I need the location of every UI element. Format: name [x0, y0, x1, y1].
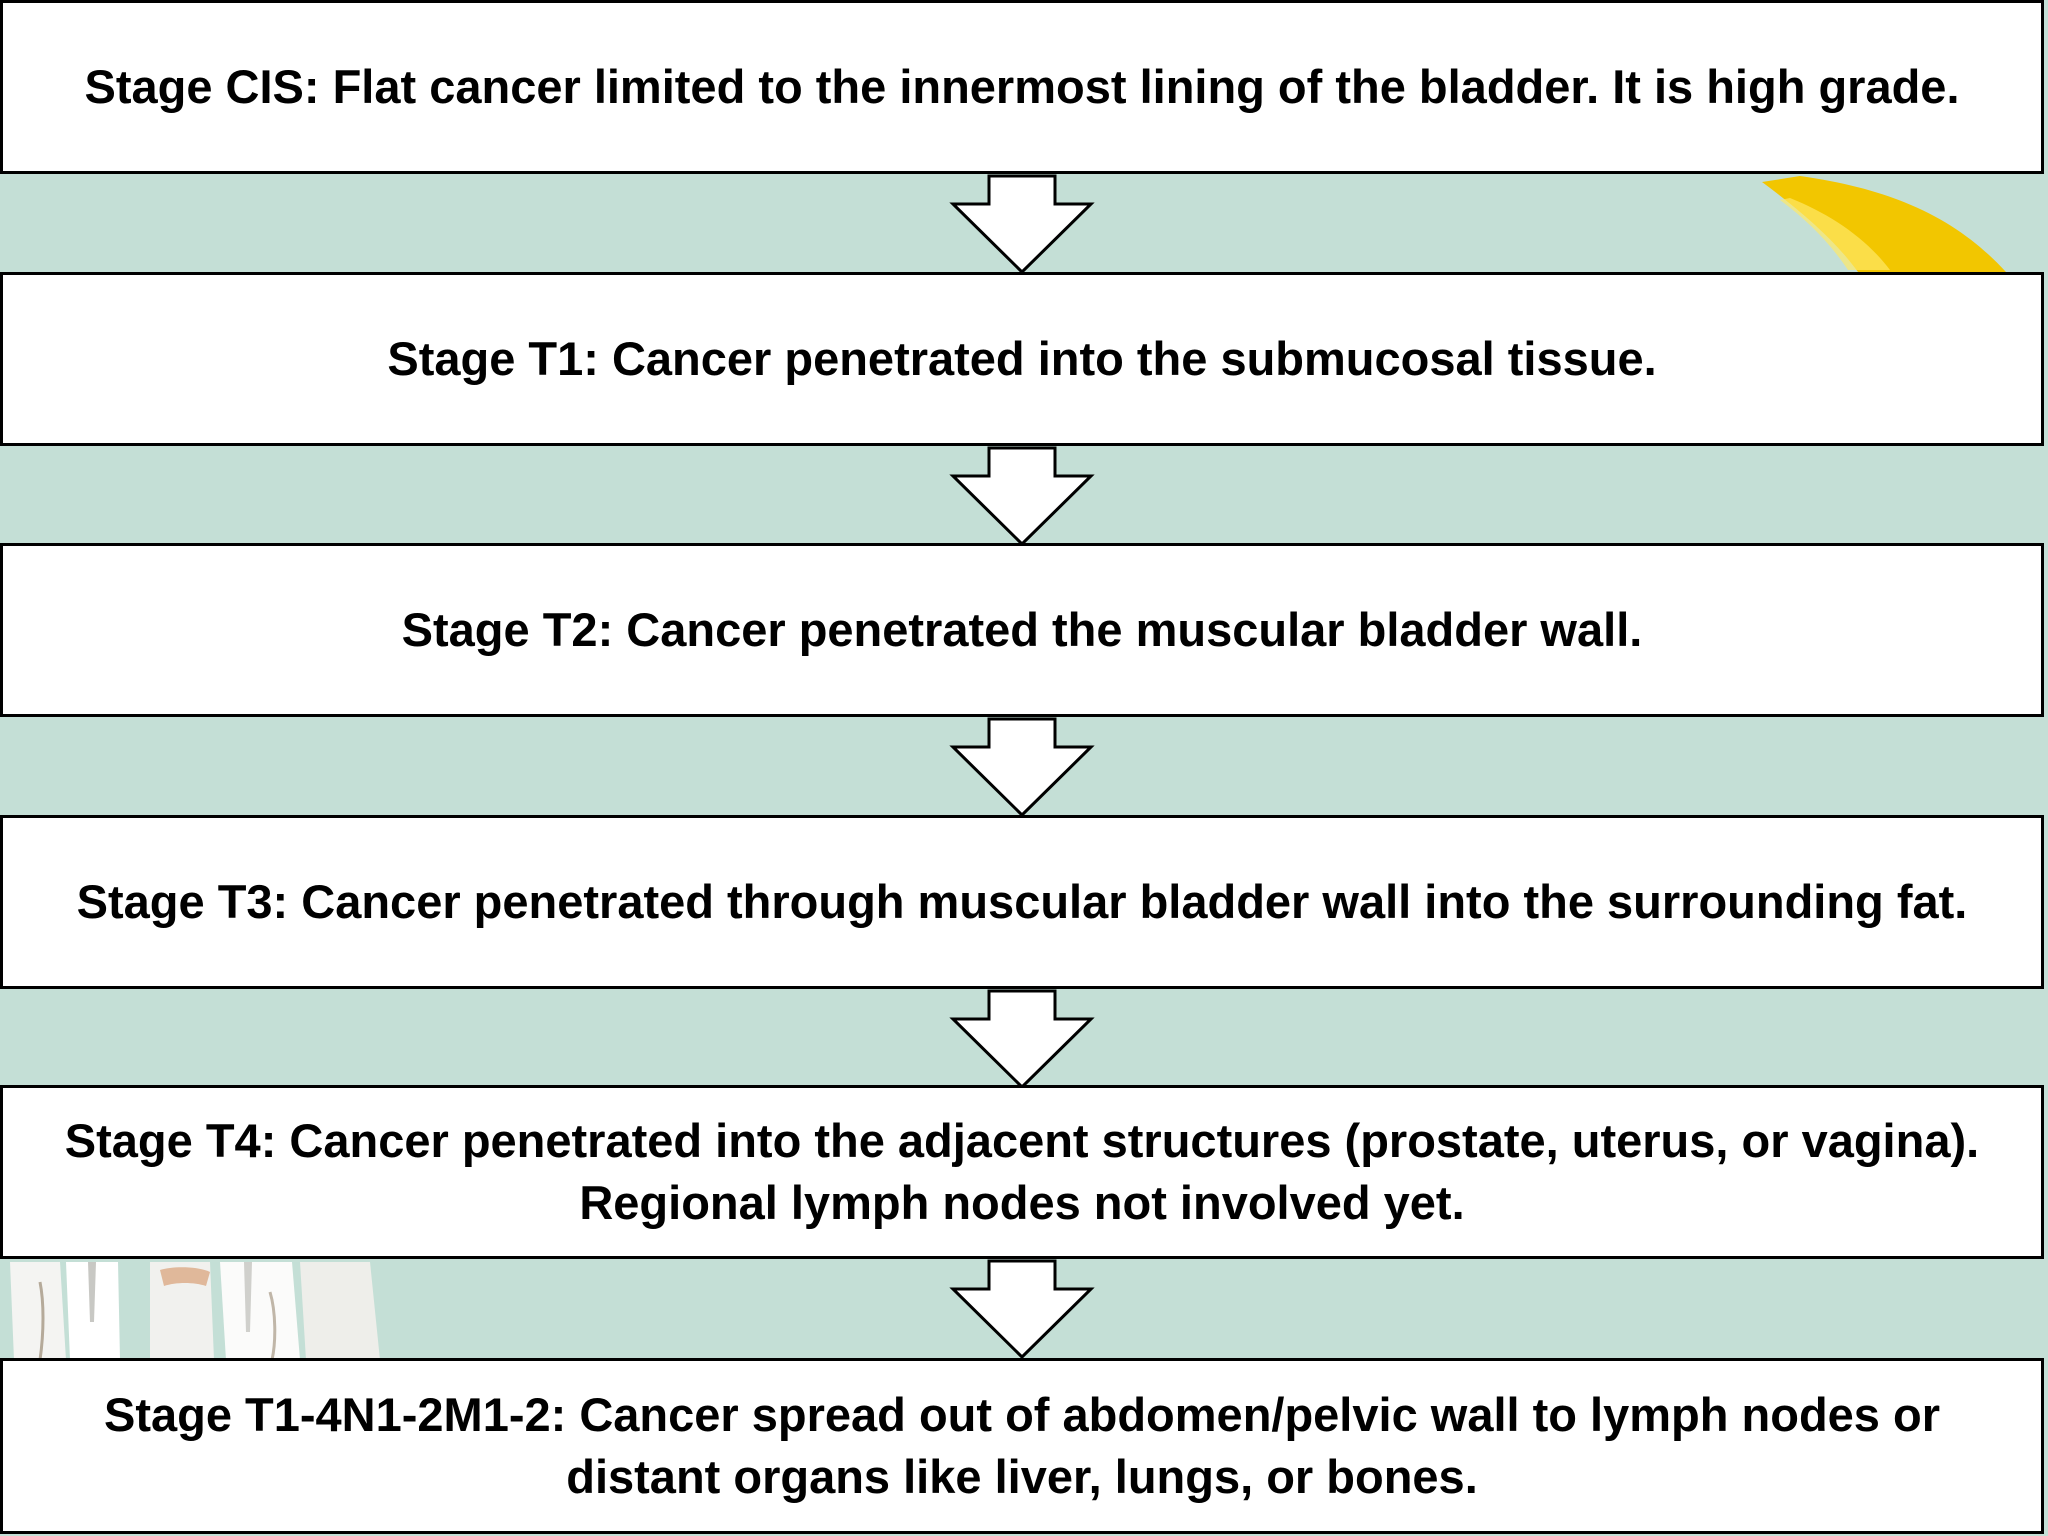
stage-t3-box: Stage T3: Cancer penetrated through musc… — [0, 815, 2044, 989]
down-arrow-icon — [949, 446, 1095, 547]
stage-t1-box: Stage T1: Cancer penetrated into the sub… — [0, 272, 2044, 446]
stage-t3-text: Stage T3: Cancer penetrated through musc… — [76, 875, 1968, 928]
stage-t2-box: Stage T2: Cancer penetrated the muscular… — [0, 543, 2044, 717]
stage-metastatic-text: Stage T1-4N1-2M1-2: Cancer spread out of… — [104, 1388, 1940, 1503]
stage-t1-text: Stage T1: Cancer penetrated into the sub… — [387, 332, 1657, 385]
down-arrow-icon — [949, 1259, 1095, 1360]
down-arrow-icon — [949, 989, 1095, 1090]
stage-t2-text: Stage T2: Cancer penetrated the muscular… — [401, 603, 1643, 656]
down-arrow-icon — [949, 717, 1095, 818]
stage-cis-text: Stage CIS: Flat cancer limited to the in… — [84, 60, 1960, 113]
stage-cis-box: Stage CIS: Flat cancer limited to the in… — [0, 0, 2044, 174]
stage-metastatic-box: Stage T1-4N1-2M1-2: Cancer spread out of… — [0, 1358, 2044, 1534]
people-figures-image — [0, 1262, 400, 1360]
stage-t4-text: Stage T4: Cancer penetrated into the adj… — [64, 1114, 1980, 1229]
down-arrow-icon — [949, 174, 1095, 275]
stage-t4-box: Stage T4: Cancer penetrated into the adj… — [0, 1085, 2044, 1259]
